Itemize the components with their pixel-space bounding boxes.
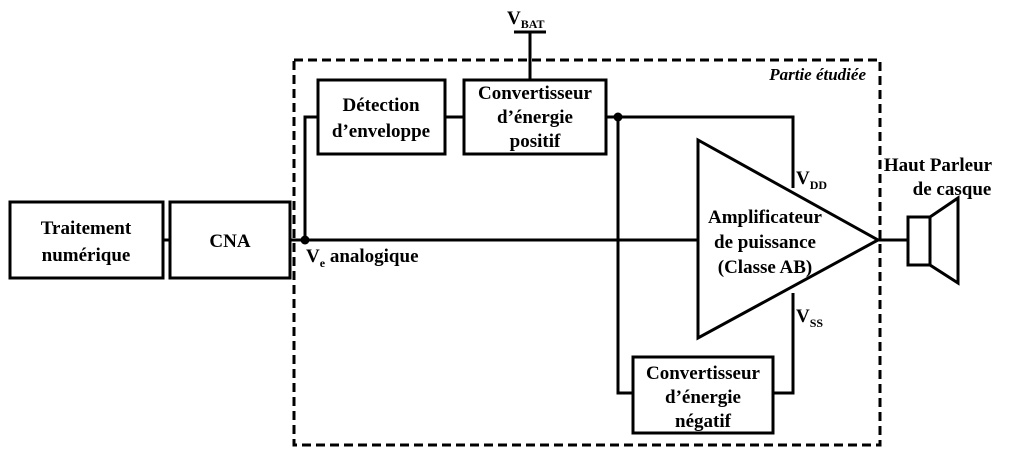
traitement-line-1: Traitement: [41, 218, 132, 239]
speaker-line-1: Haut Parleur: [884, 155, 993, 176]
detection-line-2: d’enveloppe: [332, 121, 430, 142]
wire-to-neg-converter: [616, 117, 633, 395]
amp-line-1: Amplificateur: [708, 207, 823, 228]
studied-region-label: Partie étudiée: [768, 65, 866, 84]
speaker-cone: [928, 195, 960, 286]
convertisseur-negatif-block: Convertisseur d’énergie négatif: [631, 355, 775, 435]
cna-label: CNA: [209, 231, 250, 252]
conv-neg-line-3: négatif: [675, 411, 732, 432]
conv-neg-line-1: Convertisseur: [646, 363, 761, 384]
conv-neg-box: [631, 355, 775, 435]
junction-node-vdd: [613, 112, 623, 122]
amp-line-2: de puissance: [714, 232, 816, 253]
conv-pos-line-1: Convertisseur: [478, 83, 593, 104]
ve-analogique-label: Ve analogique: [306, 246, 419, 270]
amp-line-3: (Classe AB): [718, 257, 812, 278]
vbat-supply: VBAT: [507, 8, 546, 80]
speaker-line-2: de casque: [913, 179, 992, 200]
cna-block: CNA: [168, 200, 292, 280]
junction-node-ve: [300, 235, 310, 245]
cna-box: [168, 200, 292, 280]
vdd-label: VDD: [796, 168, 827, 192]
convertisseur-positif-block: Convertisseur d’énergie positif: [462, 78, 608, 156]
detection-enveloppe-block: Détection d’enveloppe: [316, 78, 447, 156]
detection-box: [316, 78, 447, 156]
vbat-label: VBAT: [507, 8, 545, 31]
wire-vss: [773, 293, 795, 395]
traitement-box: [8, 200, 165, 280]
wire-vdd: [606, 115, 795, 188]
studied-region-border: [292, 58, 882, 447]
amplifier-triangle: [696, 137, 882, 341]
conv-pos-line-3: positif: [510, 131, 561, 152]
speaker-body: [906, 215, 932, 267]
amplificateur-block: Amplificateur de puissance (Classe AB): [696, 137, 882, 341]
traitement-line-2: numérique: [42, 245, 131, 266]
detection-line-1: Détection: [342, 95, 419, 116]
conv-neg-line-2: d’énergie: [665, 387, 741, 408]
conv-pos-box: [462, 78, 608, 156]
wire-to-detection: [303, 115, 318, 240]
vss-label: VSS: [796, 306, 823, 330]
traitement-numerique-block: Traitement numérique: [8, 200, 165, 280]
speaker-icon: [906, 195, 960, 286]
conv-pos-line-2: d’énergie: [497, 107, 573, 128]
